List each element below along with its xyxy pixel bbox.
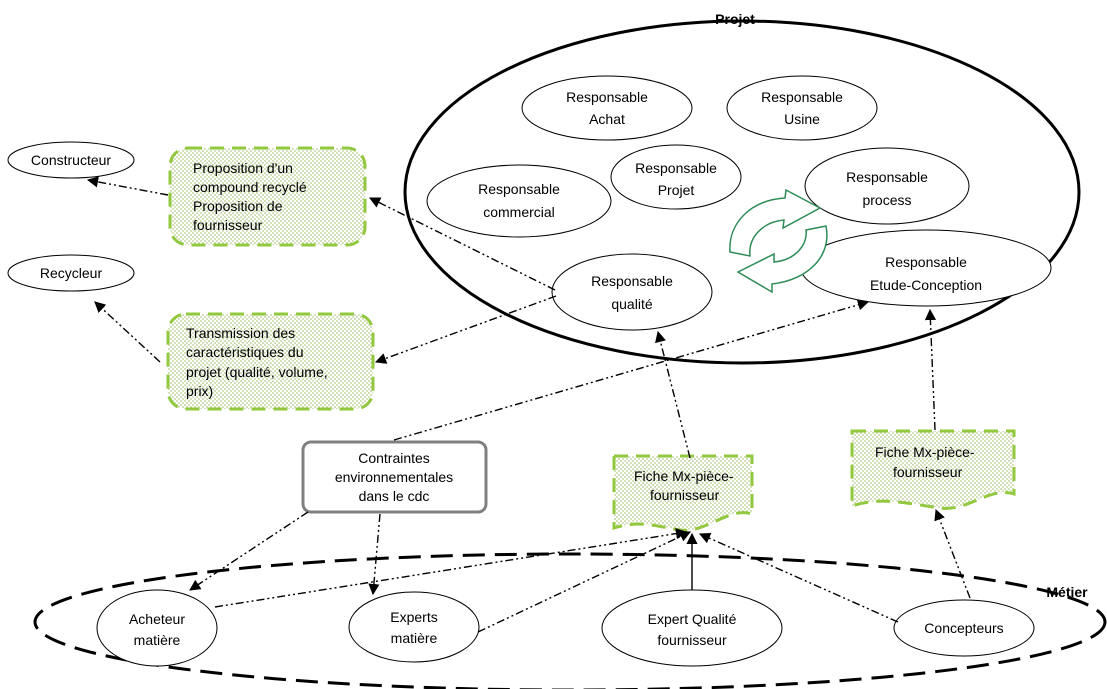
role-experts-matiere: Experts matière [348, 591, 480, 663]
note-line: Proposition d'un [193, 160, 293, 176]
role-label: Responsable [885, 254, 967, 270]
note-line: environnementales [335, 469, 453, 485]
role-label: Responsable [591, 273, 673, 289]
note-line: dans le cdc [359, 488, 430, 504]
arrow-acheteur-to-fiche [214, 528, 688, 608]
role-label: Responsable [566, 89, 648, 105]
role-concepteurs: Concepteurs [893, 599, 1035, 657]
role-label: Achat [589, 111, 625, 127]
arrow-fiche-right-to-etude [924, 308, 937, 431]
arrow-fiche-to-qualite [655, 330, 691, 459]
note-line: Transmission des [186, 325, 295, 341]
role-expert-qualite-fournisseur: Expert Qualité fournisseur [601, 589, 783, 667]
node-label: Constructeur [31, 152, 111, 168]
role-acheteur-matiere: Acheteur matière [96, 589, 218, 667]
projet-ellipse [403, 19, 1081, 365]
role-label: process [862, 192, 911, 208]
doc-line: Fiche Mx-pièce- [634, 468, 734, 484]
note-line: Proposition de [193, 198, 283, 214]
arrow-qualite-to-proposition [368, 197, 556, 291]
role-label: Responsable [846, 169, 928, 185]
arrow-transmission-to-recycleur [94, 301, 161, 363]
arrow-contraintes-to-etude [393, 299, 870, 441]
role-label: Experts [390, 609, 437, 625]
role-label: Concepteurs [924, 620, 1003, 636]
metier-ellipse [33, 552, 1107, 689]
note-proposition: Proposition d'un compound recyclé Propos… [168, 146, 367, 247]
note-transmission: Transmission des caractéristiques du pro… [166, 312, 375, 411]
doc-fiche-right: Fiche Mx-pièce- fournisseur [850, 429, 1016, 510]
projet-title: Projet [715, 11, 755, 27]
note-line: projet (qualité, volume, [186, 364, 328, 380]
metier-title: Métier [1046, 584, 1088, 600]
role-responsable-achat: Responsable Achat [521, 75, 693, 141]
role-label: Responsable [761, 89, 843, 105]
role-label: fournisseur [657, 632, 727, 648]
arrow-concepteurs-to-fiche-right [934, 508, 971, 599]
arrow-contraintes-to-experts [368, 513, 381, 596]
role-label: Responsable [478, 181, 560, 197]
arrow-proposition-to-constructeur [86, 176, 169, 196]
role-label: Acheteur [129, 611, 185, 627]
node-recycleur: Recycleur [7, 254, 135, 292]
doc-line: fournisseur [650, 487, 720, 503]
note-line: caractéristiques du [186, 344, 304, 360]
doc-line: Fiche Mx-pièce- [875, 444, 975, 460]
recycle-icon [729, 188, 828, 294]
role-label: Projet [658, 182, 695, 198]
role-label: Responsable [635, 160, 717, 176]
doc-line: fournisseur [893, 464, 963, 480]
role-responsable-projet: Responsable Projet [610, 144, 742, 210]
node-constructeur: Constructeur [7, 141, 135, 179]
node-label: Recycleur [40, 265, 103, 281]
role-label: matière [391, 630, 438, 646]
arrow-qualite-to-transmission [374, 295, 557, 364]
note-line: fournisseur [193, 217, 263, 233]
role-label: matière [134, 632, 181, 648]
note-contraintes: Contraintes environnementales dans le cd… [301, 440, 488, 514]
role-label: commercial [483, 204, 555, 220]
connectors [86, 176, 971, 633]
role-responsable-commercial: Responsable commercial [426, 164, 612, 238]
role-label: qualité [611, 296, 652, 312]
role-responsable-usine: Responsable Usine [726, 75, 878, 141]
note-line: compound recyclé [193, 179, 307, 195]
role-label: Usine [784, 111, 820, 127]
arrow-experts-to-fiche [477, 531, 692, 633]
note-line: Contraintes [358, 450, 430, 466]
role-responsable-process: Responsable process [804, 147, 970, 225]
role-label: Expert Qualité [648, 611, 737, 627]
role-label: Etude-Conception [870, 277, 982, 293]
role-responsable-etude-conception: Responsable Etude-Conception [800, 229, 1052, 307]
doc-fiche-center: Fiche Mx-pièce- fournisseur [612, 454, 754, 532]
arrow-concepteurs-to-fiche [698, 532, 899, 623]
role-responsable-qualite: Responsable qualité [551, 253, 713, 331]
arrow-contraintes-to-acheteur [189, 511, 309, 591]
note-line: prix) [186, 383, 213, 399]
